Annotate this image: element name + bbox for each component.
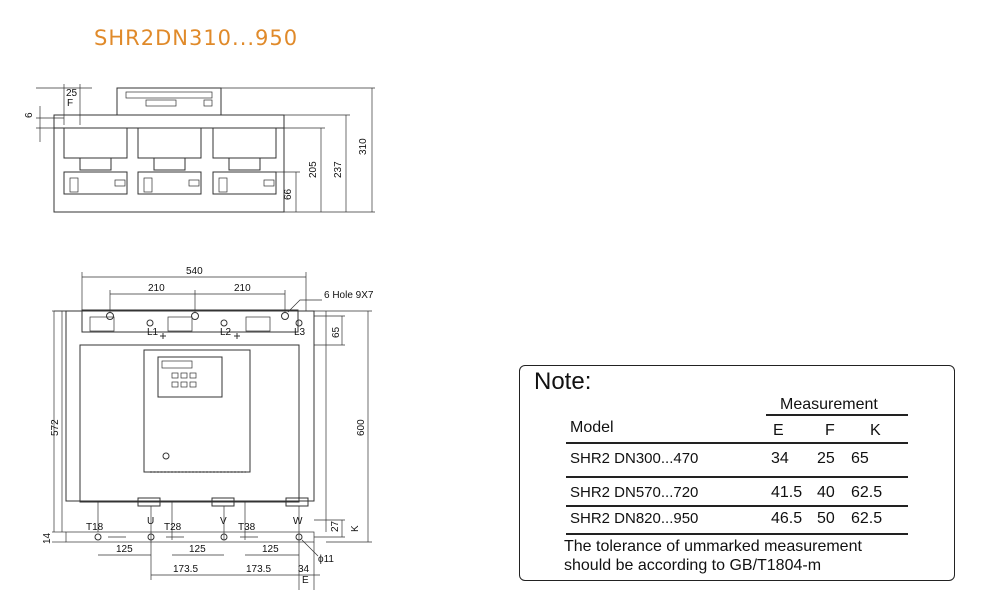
dim-27: 27 [330, 520, 341, 532]
dim-210-left: 210 [148, 283, 165, 294]
dim-34: 34 [298, 564, 310, 575]
row-3-rule [566, 533, 908, 535]
dim-F: F [67, 98, 73, 109]
row-3-E: 46.5 [771, 510, 803, 527]
dim-205: 205 [308, 161, 319, 178]
tolerance-note-line-2: should be according to GB/T1804-m [564, 557, 822, 574]
dim-65: 65 [331, 326, 342, 338]
col-K-header: K [870, 422, 881, 439]
note-title: Note: [534, 368, 592, 395]
col-F-header: F [825, 422, 835, 439]
dim-125-c: 125 [262, 544, 279, 555]
row-1-E: 34 [771, 450, 789, 467]
terminal-T18: T18 [86, 522, 104, 533]
dim-phi11: ϕ11 [318, 554, 334, 565]
page-title: SHR2DN310...950 [94, 26, 299, 50]
row-1-rule [566, 476, 908, 478]
row-3-model: SHR2 DN820...950 [570, 510, 699, 527]
terminal-U: U [147, 516, 154, 527]
dim-6: 6 [24, 112, 35, 118]
model-header: Model [570, 419, 614, 436]
terminal-L2: L2 [220, 327, 232, 338]
row-2-E: 41.5 [771, 484, 803, 501]
dim-310: 310 [358, 138, 369, 155]
dim-540: 540 [186, 266, 203, 277]
terminal-L3: L3 [294, 327, 306, 338]
terminal-T28: T28 [164, 522, 182, 533]
row-2-model: SHR2 DN570...720 [570, 484, 699, 501]
tolerance-note-line-1: The tolerance of ummarked measurement [564, 538, 862, 555]
dim-125-a: 125 [116, 544, 133, 555]
dim-210-right: 210 [234, 283, 251, 294]
dim-173-5-b: 173.5 [246, 564, 271, 575]
row-1-F: 25 [817, 450, 835, 467]
dim-237: 237 [333, 161, 344, 178]
dim-25: 25 [66, 88, 78, 99]
note-box: Note: Measurement Model E F K SHR2 DN300… [519, 365, 955, 581]
header-rule [566, 442, 908, 444]
dim-E: E [302, 575, 309, 586]
side-view [36, 84, 375, 213]
dim-14: 14 [42, 532, 53, 544]
hole-spec: 6 Hole 9X7 [324, 290, 374, 301]
dim-572: 572 [50, 419, 61, 436]
dim-K: K [350, 525, 361, 532]
terminal-V: V [220, 516, 227, 527]
row-2-F: 40 [817, 484, 835, 501]
row-3-K: 62.5 [851, 510, 883, 527]
row-2-K: 62.5 [851, 484, 883, 501]
col-E-header: E [773, 422, 784, 439]
row-1-model: SHR2 DN300...470 [570, 450, 699, 467]
dim-600: 600 [356, 419, 367, 436]
terminal-L1: L1 [147, 327, 159, 338]
terminal-T38: T38 [238, 522, 256, 533]
measurement-header: Measurement [780, 396, 878, 413]
measurement-rule [766, 414, 908, 416]
row-3-F: 50 [817, 510, 835, 527]
terminal-W: W [293, 516, 303, 527]
row-1-K: 65 [851, 450, 869, 467]
dim-173-5-a: 173.5 [173, 564, 198, 575]
dim-66: 66 [283, 188, 294, 200]
front-view [52, 272, 372, 590]
dim-125-b: 125 [189, 544, 206, 555]
row-2-rule [566, 505, 908, 507]
